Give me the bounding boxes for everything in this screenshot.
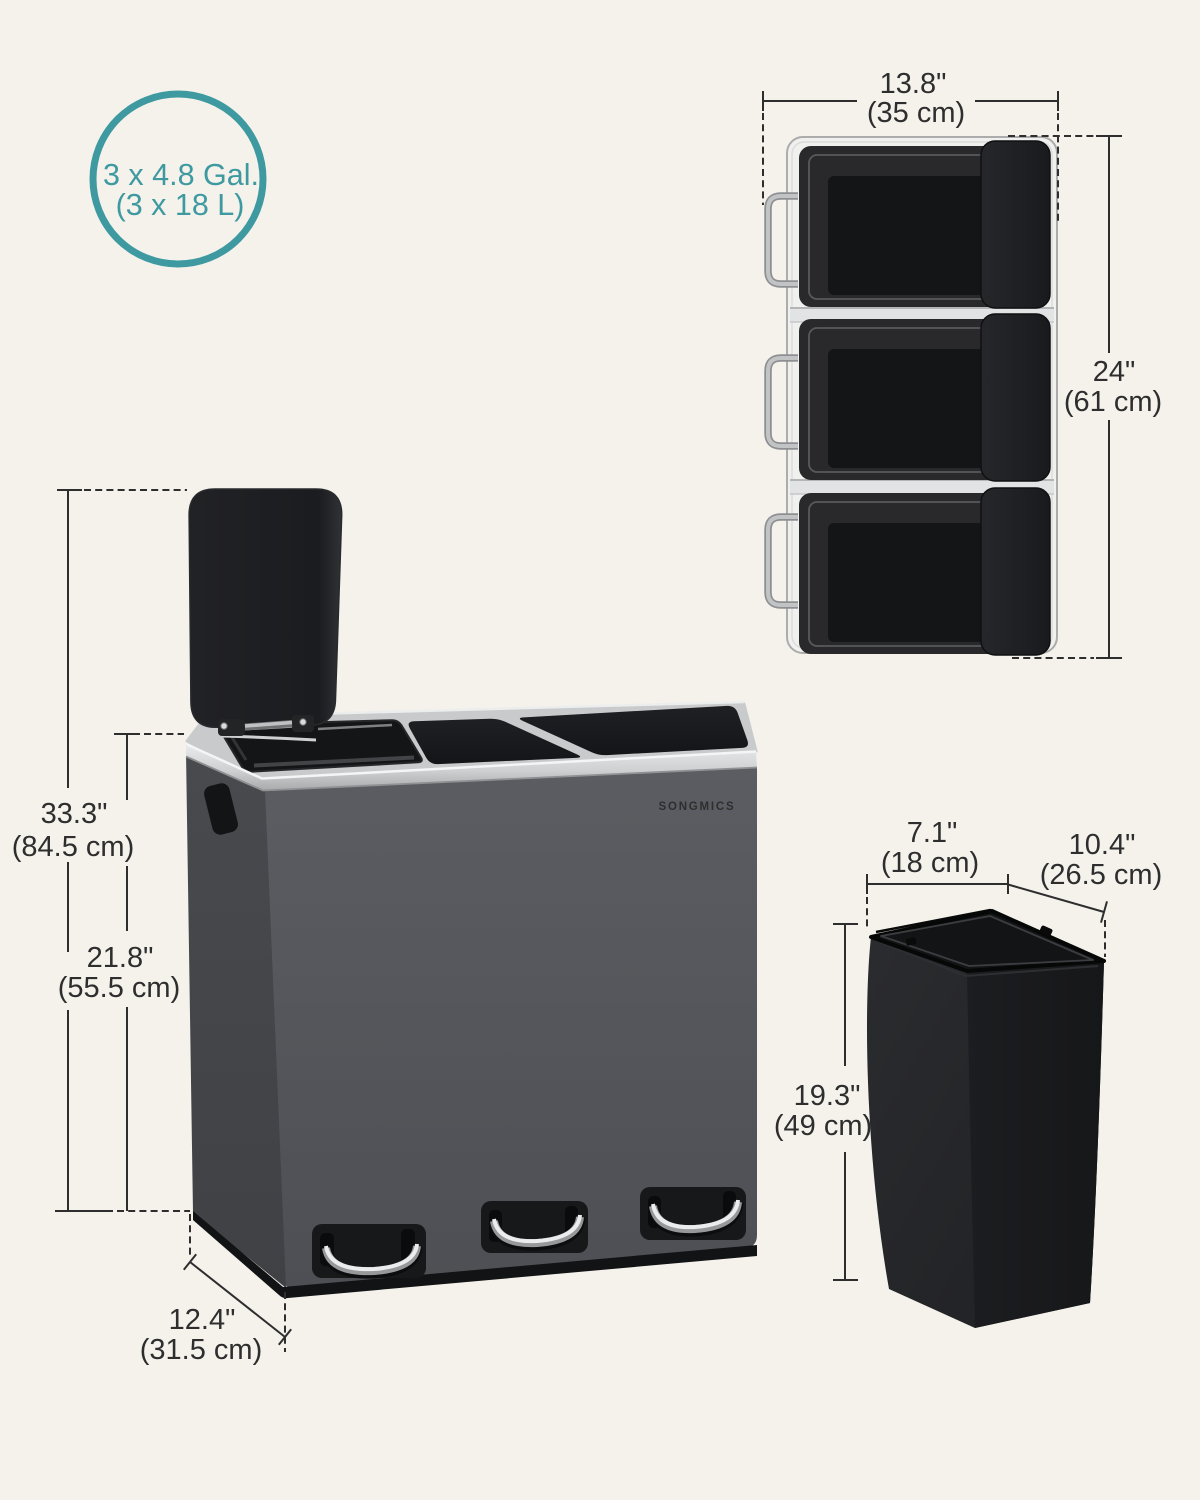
svg-text:(31.5 cm): (31.5 cm) bbox=[140, 1334, 262, 1366]
svg-text:(18 cm): (18 cm) bbox=[881, 847, 979, 879]
svg-text:12.4": 12.4" bbox=[169, 1304, 236, 1336]
svg-text:SONGMICS: SONGMICS bbox=[658, 801, 735, 813]
svg-text:(61 cm): (61 cm) bbox=[1064, 386, 1162, 418]
svg-text:3 x 4.8 Gal.: 3 x 4.8 Gal. bbox=[103, 158, 259, 192]
svg-text:13.8": 13.8" bbox=[880, 68, 947, 100]
svg-text:(49 cm): (49 cm) bbox=[774, 1110, 872, 1142]
svg-text:10.4": 10.4" bbox=[1069, 829, 1136, 861]
svg-text:21.8": 21.8" bbox=[87, 942, 154, 974]
svg-text:7.1": 7.1" bbox=[907, 817, 958, 849]
svg-text:24": 24" bbox=[1093, 356, 1136, 388]
svg-text:(26.5 cm): (26.5 cm) bbox=[1040, 859, 1162, 891]
svg-text:(84.5 cm): (84.5 cm) bbox=[12, 831, 134, 863]
svg-text:(35 cm): (35 cm) bbox=[867, 97, 965, 129]
svg-text:(3 x 18 L): (3 x 18 L) bbox=[116, 188, 245, 222]
svg-text:33.3": 33.3" bbox=[41, 798, 108, 830]
svg-text:(55.5 cm): (55.5 cm) bbox=[58, 972, 180, 1004]
svg-text:19.3": 19.3" bbox=[794, 1080, 861, 1112]
